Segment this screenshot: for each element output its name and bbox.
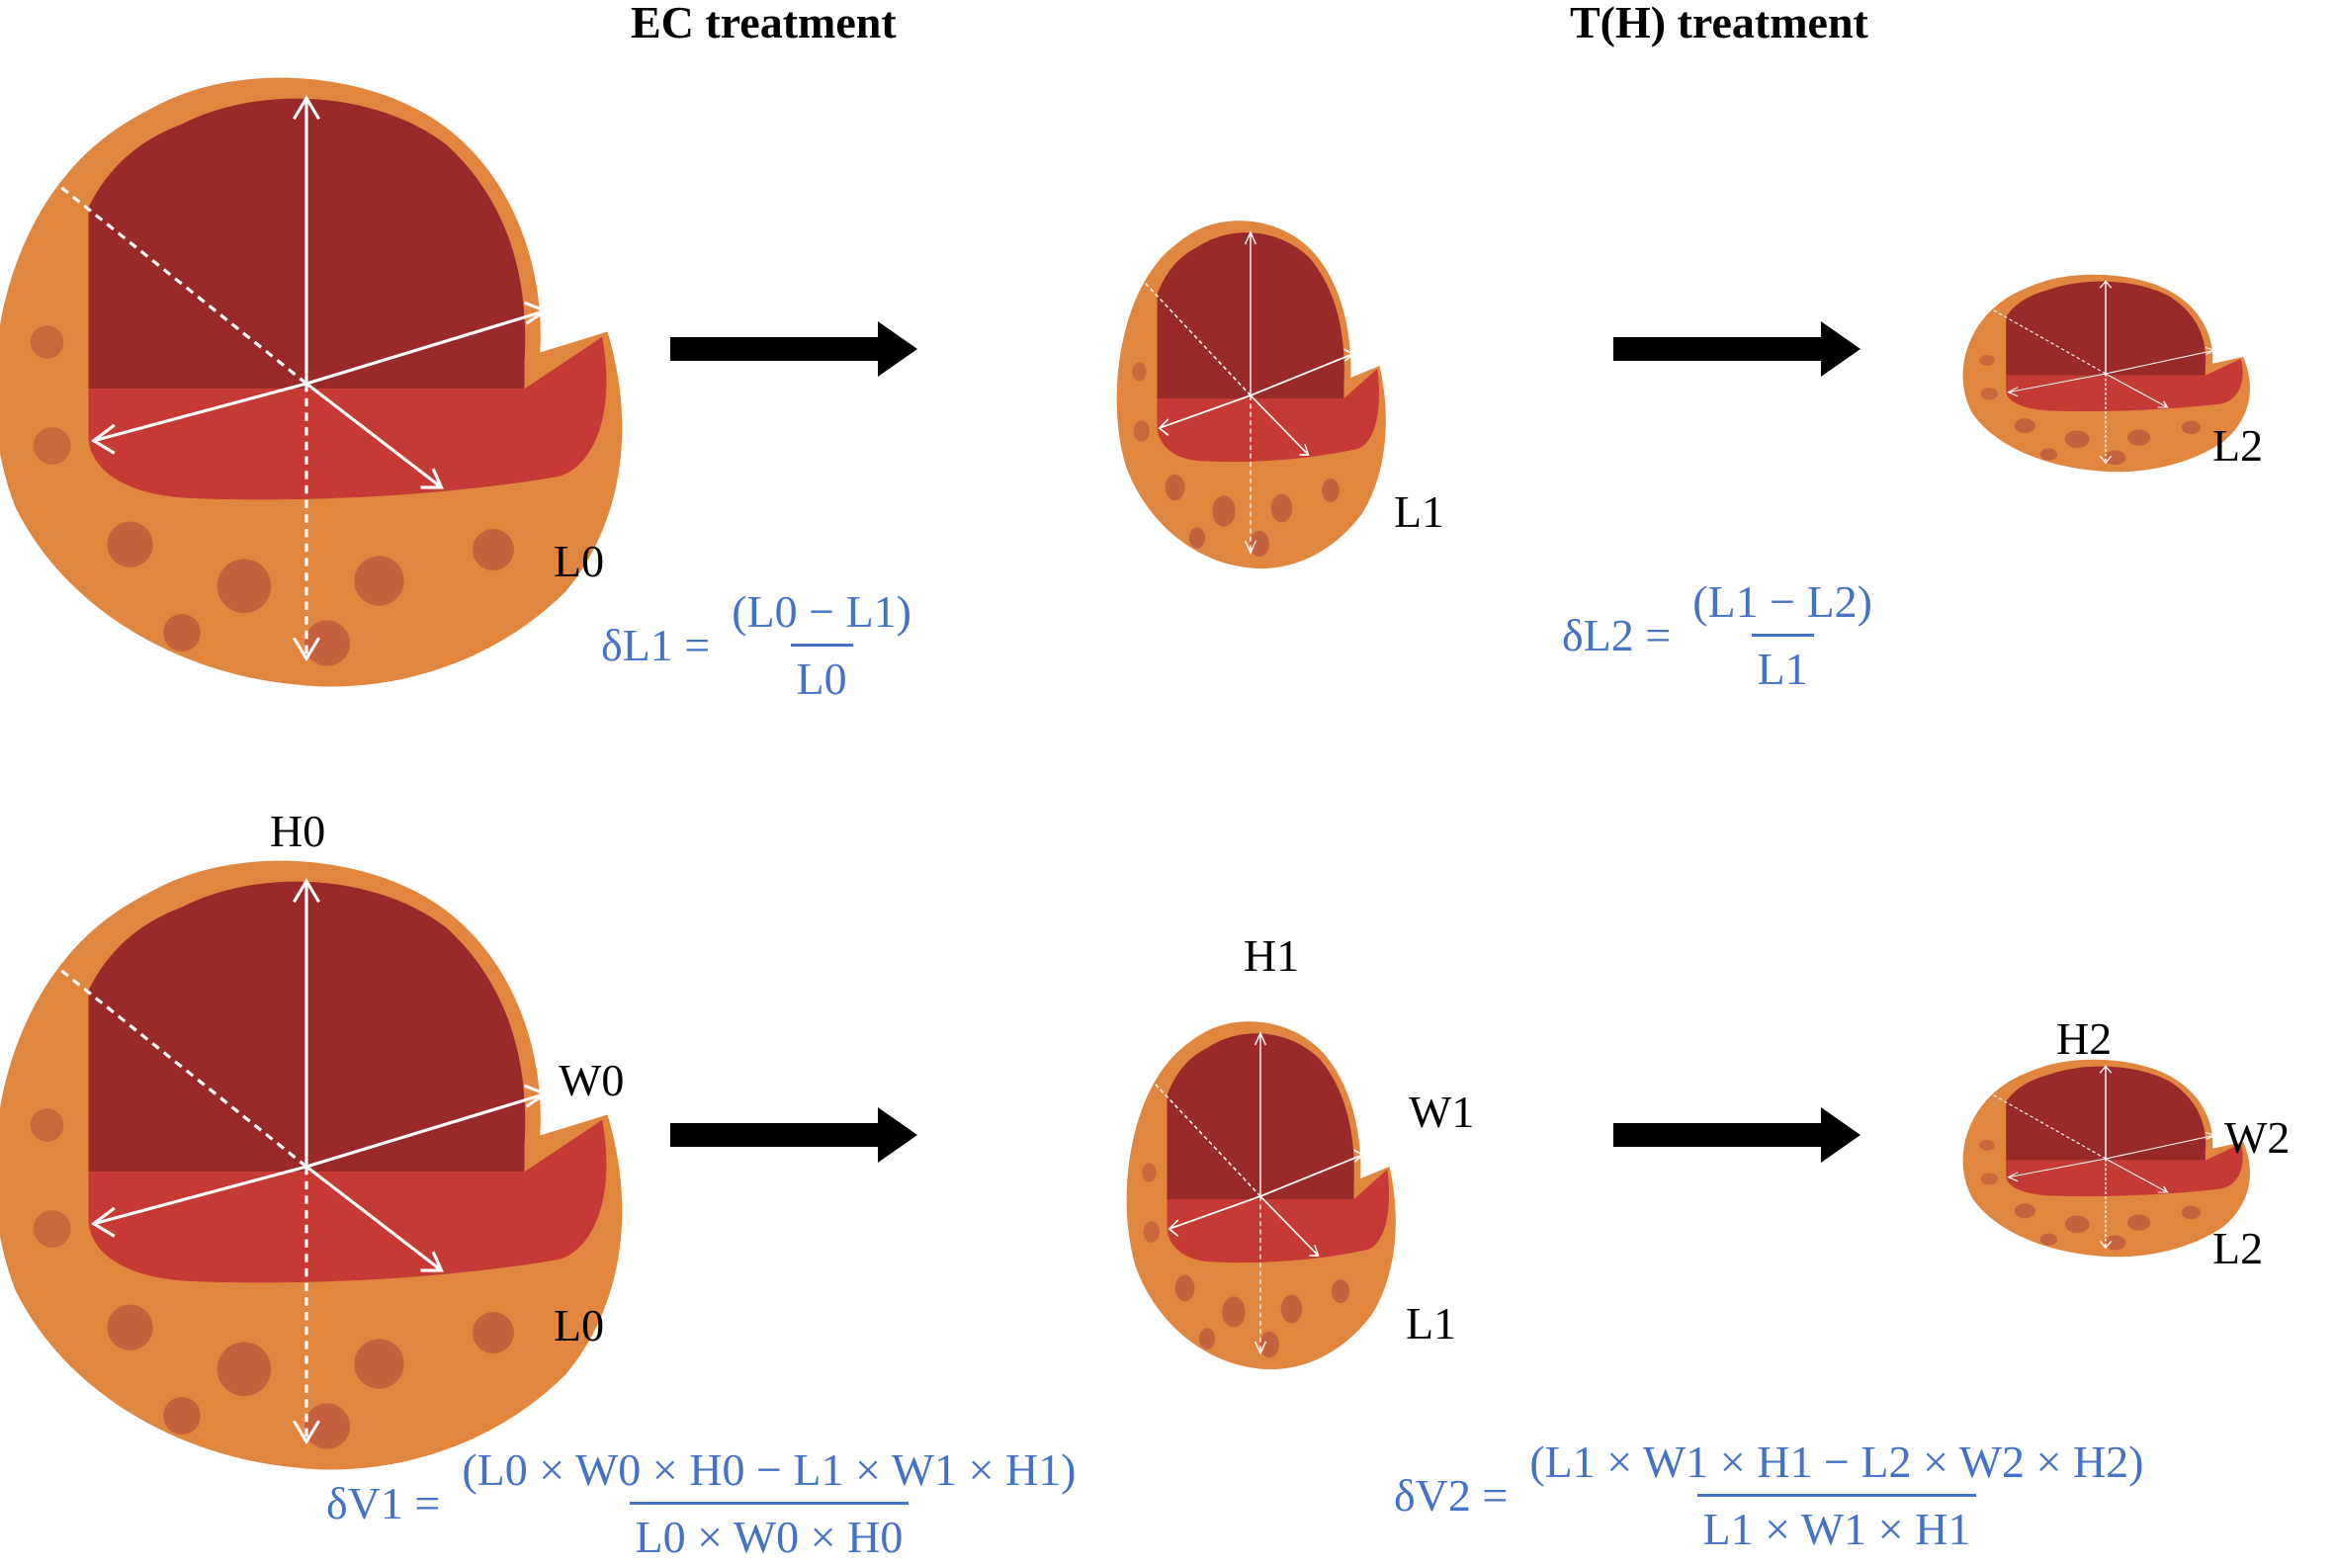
nut-medium-top <box>1115 219 1387 570</box>
formula-delta-v2: δV2 = (L1 × W1 × H1 − L2 × W2 × H2) L1 ×… <box>1394 1436 2150 1555</box>
formula-delta-v1-numerator: (L0 × W0 × H0 − L1 × W1 × H1) <box>462 1444 1077 1495</box>
arrow-th-bottom <box>1613 1107 1860 1163</box>
label-h0: H0 <box>270 806 326 856</box>
formula-delta-v1: δV1 = (L0 × W0 × H0 − L1 × W1 × H1) L0 ×… <box>326 1443 1082 1563</box>
nut-large-top <box>0 76 624 689</box>
formula-delta-v1-lhs: δV1 = <box>326 1478 441 1528</box>
formula-delta-v1-denominator: L0 × W0 × H0 <box>629 1502 909 1563</box>
label-l2-bottom: L2 <box>2212 1223 2264 1273</box>
formula-delta-l2-lhs: δL2 = <box>1562 610 1672 660</box>
arrow-ec-top <box>670 321 917 377</box>
th-treatment-heading: T(H) treatment <box>1570 0 1868 47</box>
formula-delta-l2-numerator: (L1 − L2) <box>1692 576 1872 627</box>
label-h1: H1 <box>1244 930 1300 981</box>
formula-delta-l2-denominator: L1 <box>1751 634 1814 695</box>
arrow-th-top <box>1613 321 1860 377</box>
label-l1-top: L1 <box>1394 486 1445 537</box>
label-l0-top: L0 <box>554 536 605 586</box>
arrow-ec-bottom <box>670 1107 917 1163</box>
label-l1-bottom: L1 <box>1406 1298 1457 1349</box>
nut-small-bottom <box>1961 1059 2251 1258</box>
label-w1: W1 <box>1409 1087 1475 1137</box>
formula-delta-l1-numerator: (L0 − L1) <box>732 586 911 637</box>
formula-delta-l1: δL1 = (L0 − L1) L0 <box>601 585 917 705</box>
formula-delta-l2: δL2 = (L1 − L2) L1 <box>1562 575 1878 695</box>
nut-small-top <box>1961 274 2251 473</box>
label-l0-bottom: L0 <box>554 1300 605 1350</box>
ec-treatment-heading: EC treatment <box>631 0 897 47</box>
formula-delta-v2-denominator: L1 × W1 × H1 <box>1696 1494 1977 1555</box>
nut-medium-bottom <box>1125 1020 1397 1371</box>
formula-delta-l1-denominator: L0 <box>790 644 853 705</box>
label-l2-top: L2 <box>2212 420 2264 471</box>
label-w0: W0 <box>559 1055 625 1105</box>
formula-delta-v2-numerator: (L1 × W1 × H1 − L2 × W2 × H2) <box>1529 1437 2144 1487</box>
nut-large-bottom <box>0 859 624 1472</box>
formula-delta-l1-lhs: δL1 = <box>601 620 711 670</box>
label-h2: H2 <box>2056 1013 2113 1064</box>
label-w2: W2 <box>2224 1112 2291 1163</box>
formula-delta-v2-lhs: δV2 = <box>1394 1470 1509 1521</box>
